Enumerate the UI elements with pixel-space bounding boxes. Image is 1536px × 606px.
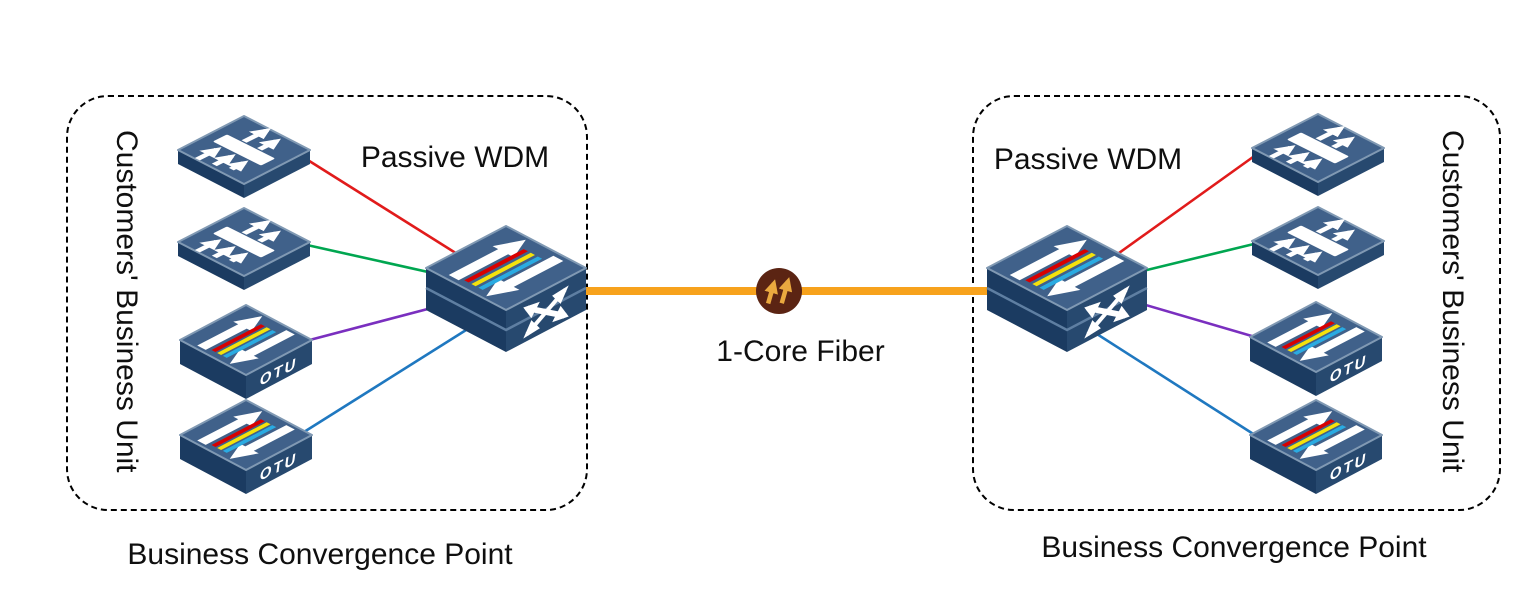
passive-wdm-device-left bbox=[426, 226, 586, 352]
fiber-node-arrows-icon bbox=[764, 277, 793, 305]
link-line-red-right bbox=[1111, 150, 1261, 260]
customers-business-unit-label-left: Customers' Business Unit bbox=[110, 129, 143, 473]
business-convergence-point-label-right: Business Convergence Point bbox=[1041, 531, 1427, 564]
business-convergence-point-label-left: Business Convergence Point bbox=[127, 538, 513, 571]
customer-otu-2-right bbox=[1250, 400, 1382, 494]
passive-wdm-device-right bbox=[987, 226, 1147, 352]
customer-switch-1-right bbox=[1252, 114, 1384, 196]
passive-wdm-label-left: Passive WDM bbox=[360, 141, 550, 174]
customers-business-unit-label-right: Customers' Business Unit bbox=[1436, 129, 1469, 473]
fiber-label: 1-Core Fiber bbox=[716, 335, 885, 368]
customer-switch-1-left bbox=[178, 116, 310, 198]
customer-otu-2-left bbox=[180, 400, 312, 494]
customer-switch-2-left bbox=[178, 208, 310, 290]
left-convergence-box bbox=[66, 95, 588, 511]
fiber-node-icon bbox=[756, 268, 802, 314]
link-line-blue-left bbox=[295, 318, 483, 439]
right-convergence-box bbox=[972, 95, 1501, 511]
link-line-blue-right bbox=[1074, 318, 1259, 439]
customer-otu-1-left bbox=[180, 305, 312, 399]
customer-switch-2-right bbox=[1252, 207, 1384, 289]
passive-wdm-label-right: Passive WDM bbox=[993, 143, 1183, 176]
fiber-node-circle bbox=[756, 268, 802, 314]
link-line-red-left bbox=[294, 150, 471, 264]
customer-otu-1-right bbox=[1250, 302, 1382, 396]
